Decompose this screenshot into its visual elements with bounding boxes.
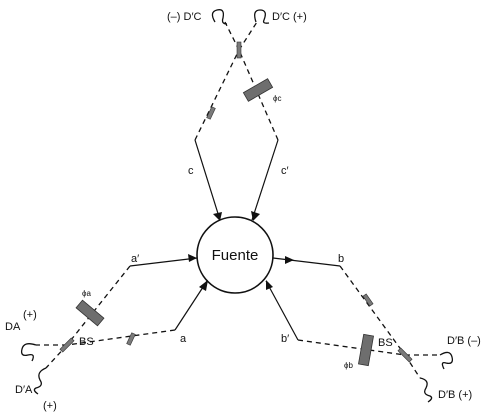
detector-b-bottom-label: D′B (+) <box>438 389 472 401</box>
detector-c-minus-icon <box>211 9 228 25</box>
path-b-solid <box>272 257 341 267</box>
detector-c-plus-icon <box>254 9 270 24</box>
path-a-label: a <box>180 333 187 345</box>
path-b-label: b <box>338 253 344 265</box>
branch-a: ϕa BS (+) DA D′A (+) a′ a <box>5 253 208 412</box>
path-a-prime-label: a′ <box>131 253 139 265</box>
path-a-prime-solid <box>129 257 198 267</box>
branch-c: ϕc (–) D′C D′C (+) c c′ <box>167 9 307 221</box>
detector-a-icon <box>20 343 37 362</box>
phase-plate-c <box>242 78 274 102</box>
path-a-prime-arrow <box>188 254 197 262</box>
path-c-out-right <box>238 21 258 51</box>
beam-splitter-a <box>59 337 75 353</box>
detector-b-right-label: D′B (–) <box>447 335 481 347</box>
path-a-solid <box>174 280 208 331</box>
detector-c-minus-label: (–) D′C <box>167 11 202 23</box>
beam-splitter-a-label: BS <box>79 336 94 348</box>
detector-b-prime-bottom-icon <box>419 377 433 403</box>
path-b-dashed <box>339 265 406 356</box>
path-b-prime-solid <box>265 280 299 341</box>
path-a-dashed <box>66 329 176 346</box>
source: Fuente <box>196 216 274 294</box>
beam-splitter-c <box>236 41 242 59</box>
detector-a-top-sign: (+) <box>23 309 37 321</box>
phase-b-label: ϕb <box>344 361 353 370</box>
detector-b-prime-right-icon <box>439 351 454 370</box>
source-label: Fuente <box>212 247 259 264</box>
source-circle <box>196 216 274 294</box>
detector-a-prime-label: D′A <box>15 384 33 396</box>
path-b-prime-label: b′ <box>281 333 289 345</box>
beam-splitter-b <box>397 347 413 363</box>
path-c-prime-label: c′ <box>281 165 289 177</box>
path-c-prime-solid <box>251 139 279 221</box>
compensator-b <box>362 293 374 307</box>
detector-a-prime-icon <box>33 367 47 395</box>
detector-a-label: DA <box>5 321 21 333</box>
compensator-a <box>126 332 136 346</box>
phase-plate-a <box>75 299 105 327</box>
path-c-prime-arrow <box>251 211 260 221</box>
phase-c-label: ϕc <box>273 94 281 103</box>
path-a-prime-dashed <box>66 265 131 346</box>
path-c-arrow <box>213 212 222 221</box>
path-a-arrow <box>199 280 208 291</box>
branch-b: ϕb BS D′B (–) D′B (+) b b′ <box>265 253 481 403</box>
beam-splitter-b-label: BS <box>378 337 393 349</box>
path-c-solid <box>194 139 221 221</box>
path-b-prime-dashed <box>297 339 406 356</box>
detector-c-plus-label: D′C (+) <box>272 11 307 23</box>
detector-a-bottom-sign: (+) <box>43 400 57 412</box>
phase-a-label: ϕa <box>82 289 91 298</box>
path-b-prime-arrow <box>266 280 273 290</box>
path-c-label: c <box>188 165 194 177</box>
phase-plate-b <box>358 333 374 367</box>
compensator-c <box>206 106 216 120</box>
path-b-arrow <box>285 256 294 264</box>
path-c-dashed <box>194 49 240 141</box>
